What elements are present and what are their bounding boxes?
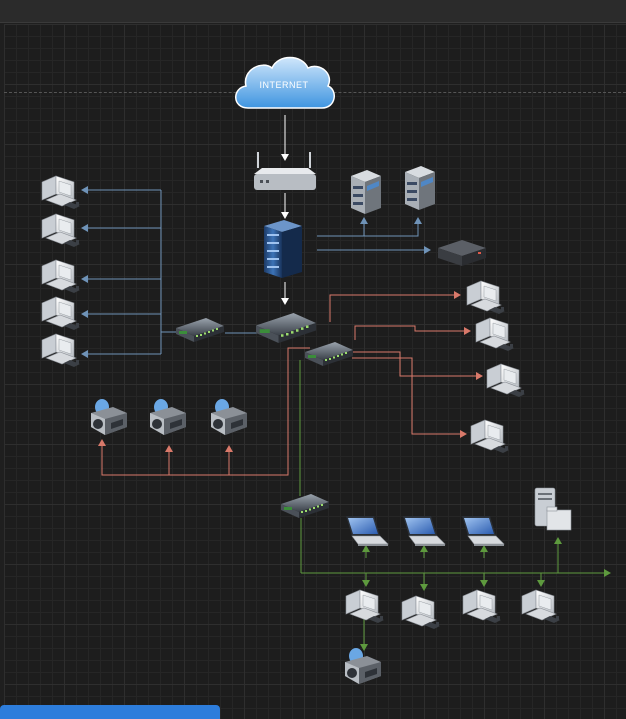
- desktop-computer-icon: [41, 213, 81, 248]
- file-server-icon: [534, 487, 572, 531]
- server-rack[interactable]: [264, 220, 302, 278]
- desktop-computer-icon: [401, 595, 441, 630]
- laptop-icon: [461, 515, 505, 547]
- network-switch-icon: [281, 494, 329, 518]
- laptop-icon: [345, 515, 389, 547]
- desktop-computer-icon: [41, 259, 81, 294]
- desktop-computer-icon: [41, 175, 81, 210]
- printer-icon: [91, 399, 127, 435]
- desktop-computer-icon: [462, 589, 502, 624]
- desktop-computer-icon: [466, 280, 506, 315]
- switch-left[interactable]: [176, 318, 224, 342]
- file-server[interactable]: [534, 487, 572, 531]
- desktop-computer-icon: [41, 296, 81, 331]
- diagram-canvas[interactable]: [4, 24, 626, 719]
- desktop-right-3[interactable]: [486, 363, 526, 398]
- desktop-left-4[interactable]: [41, 296, 81, 331]
- storage-device-icon: [438, 240, 486, 266]
- desktop-left-5[interactable]: [41, 333, 81, 368]
- desktop-left-3[interactable]: [41, 259, 81, 294]
- desktop-lower-3[interactable]: [462, 589, 502, 624]
- desktop-computer-icon: [475, 317, 515, 352]
- desktop-right-2[interactable]: [475, 317, 515, 352]
- printer-lower[interactable]: [345, 648, 381, 684]
- printer-icon: [150, 399, 186, 435]
- desktop-lower-1[interactable]: [345, 589, 385, 624]
- printer-2[interactable]: [150, 399, 186, 435]
- printer-icon: [345, 648, 381, 684]
- storage-device[interactable]: [438, 240, 486, 266]
- copier-1[interactable]: [351, 170, 381, 214]
- desktop-computer-icon: [486, 363, 526, 398]
- cloud-label: INTERNET: [260, 80, 309, 90]
- copier-2[interactable]: [405, 166, 435, 210]
- laptop-icon: [402, 515, 446, 547]
- router-icon: [254, 152, 316, 190]
- desktop-computer-icon: [470, 419, 510, 454]
- network-switch-icon: [256, 313, 316, 343]
- top-toolbar: [0, 0, 626, 23]
- desktop-computer-icon: [41, 333, 81, 368]
- connection-lines: [81, 115, 611, 651]
- desktop-lower-2[interactable]: [401, 595, 441, 630]
- desktop-computer-icon: [345, 589, 385, 624]
- switch-secondary[interactable]: [305, 342, 353, 366]
- desktop-right-4[interactable]: [470, 419, 510, 454]
- switch-lower[interactable]: [281, 494, 329, 518]
- laptop-2[interactable]: [402, 515, 446, 547]
- printer-icon: [211, 399, 247, 435]
- laptop-1[interactable]: [345, 515, 389, 547]
- copier-icon: [351, 170, 381, 214]
- copier-icon: [405, 166, 435, 210]
- laptop-3[interactable]: [461, 515, 505, 547]
- cloud-icon: [235, 56, 335, 109]
- printer-1[interactable]: [91, 399, 127, 435]
- printer-3[interactable]: [211, 399, 247, 435]
- desktop-left-2[interactable]: [41, 213, 81, 248]
- desktop-right-1[interactable]: [466, 280, 506, 315]
- desktop-lower-4[interactable]: [521, 589, 561, 624]
- horizontal-scrollbar[interactable]: [0, 705, 220, 719]
- switch-main[interactable]: [256, 313, 316, 343]
- router[interactable]: [254, 152, 316, 190]
- server-rack-icon: [264, 220, 302, 278]
- desktop-left-1[interactable]: [41, 175, 81, 210]
- network-switch-icon: [176, 318, 224, 342]
- desktop-computer-icon: [521, 589, 561, 624]
- internet-cloud[interactable]: INTERNET: [235, 56, 335, 109]
- network-switch-icon: [305, 342, 353, 366]
